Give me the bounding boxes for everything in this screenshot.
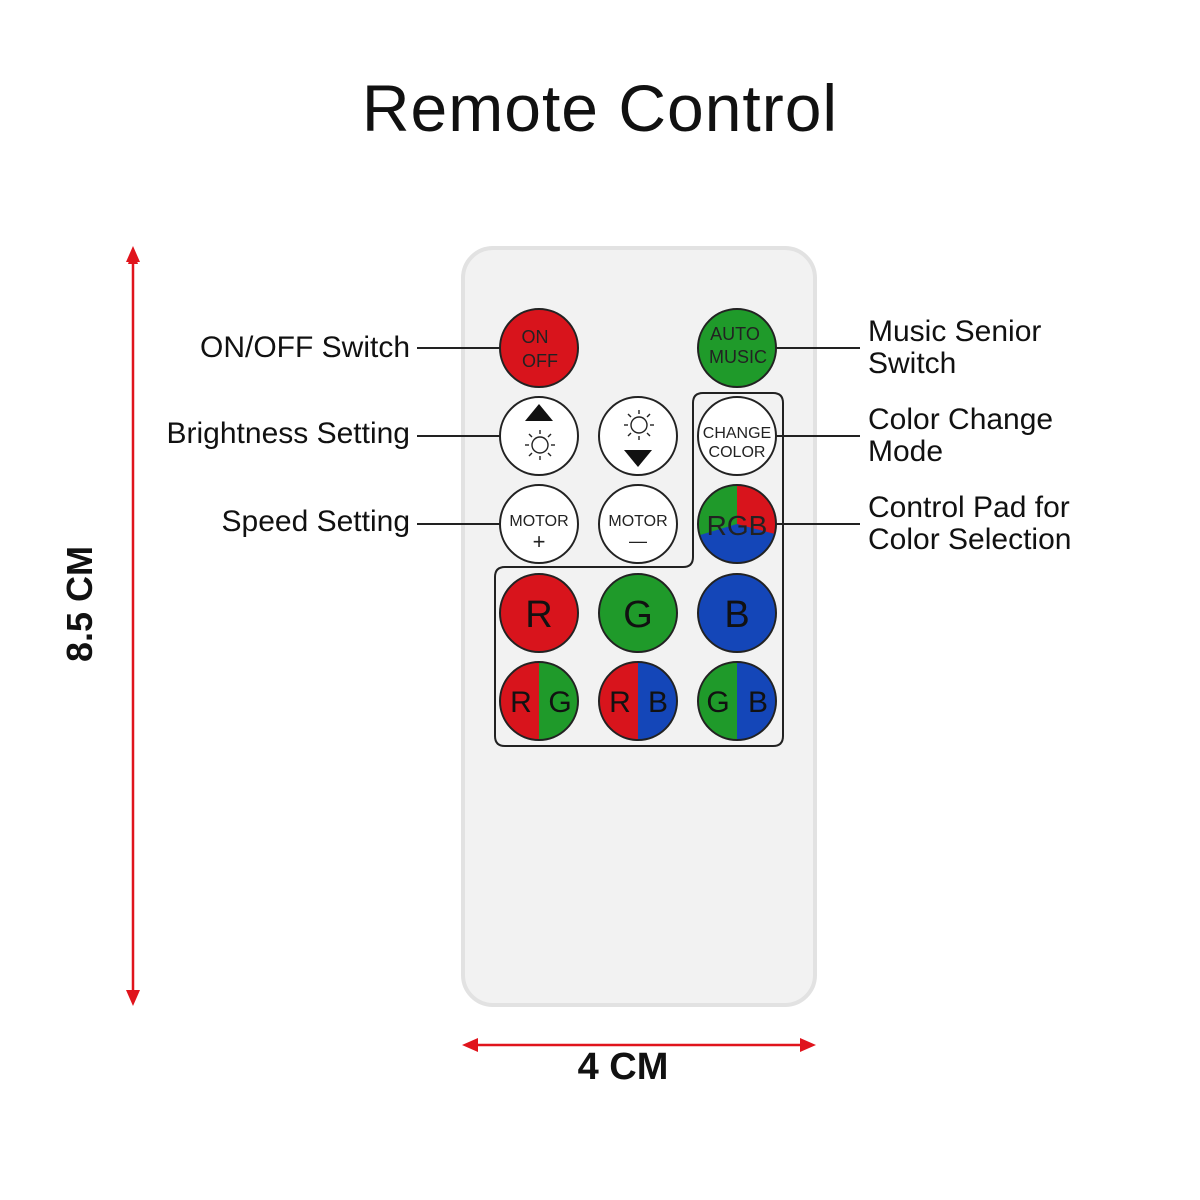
green-blue-button[interactable]: G B	[697, 661, 777, 741]
arrow-up-icon	[525, 404, 553, 421]
motor-plus-button[interactable]: MOTOR +	[499, 484, 579, 564]
label-speed-setting: Speed Setting	[221, 505, 410, 538]
auto-music-button[interactable]: AUTO MUSIC	[697, 308, 777, 388]
motor-minus-line1: MOTOR	[608, 513, 667, 530]
label-color-change-line2: Mode	[868, 435, 944, 468]
width-arrow-left-head	[462, 1038, 478, 1052]
brightness-up-button[interactable]	[499, 396, 579, 476]
change-color-button[interactable]: CHANGE COLOR	[697, 396, 777, 476]
on-off-button[interactable]: ON OFF	[499, 308, 579, 388]
label-music-line1: Music Senior	[868, 315, 1042, 348]
height-dimension-label: 8.5 CM	[59, 545, 100, 662]
motor-minus-line2: —	[629, 531, 647, 551]
red-blue-button[interactable]: R B	[598, 661, 678, 741]
blue-button[interactable]: B	[697, 573, 777, 653]
green-label: G	[623, 594, 653, 636]
height-arrow-top-head	[126, 246, 140, 262]
motor-plus-line1: MOTOR	[509, 513, 568, 530]
sun-icon	[525, 430, 555, 460]
height-arrow-bottom-head	[126, 990, 140, 1006]
motor-minus-button[interactable]: MOTOR —	[598, 484, 678, 564]
label-brightness-setting: Brightness Setting	[166, 417, 410, 450]
label-control-pad-line2: Color Selection	[868, 523, 1072, 556]
on-off-line2: OFF	[522, 351, 558, 371]
label-music-senior-switch: Music Senior Switch	[868, 316, 1128, 380]
red-button[interactable]: R	[499, 573, 579, 653]
brightness-down-button[interactable]	[598, 396, 678, 476]
label-control-pad: Control Pad for Color Selection	[868, 492, 1128, 556]
motor-plus-line2: +	[533, 529, 546, 554]
rgb-button[interactable]: RGB	[690, 480, 790, 580]
width-arrow-right-head	[800, 1038, 816, 1052]
red-blue-right: B	[648, 686, 668, 719]
page-title: Remote Control	[361, 71, 839, 145]
color-group-outline	[494, 392, 784, 747]
auto-music-line1: AUTO	[710, 324, 760, 344]
green-button[interactable]: G	[598, 573, 678, 653]
blue-label: B	[724, 594, 749, 636]
label-music-line2: Switch	[868, 347, 957, 380]
label-on-off-switch: ON/OFF Switch	[199, 331, 410, 364]
red-green-button[interactable]: R G	[499, 661, 579, 741]
label-color-change-line1: Color Change	[868, 403, 1054, 436]
green-blue-right: B	[748, 686, 768, 719]
red-label: R	[525, 594, 552, 636]
auto-music-line2: MUSIC	[709, 347, 767, 367]
change-color-line2: COLOR	[709, 444, 766, 461]
rgb-label: RGB	[707, 510, 768, 541]
green-blue-left: G	[706, 686, 729, 719]
red-green-left: R	[510, 686, 532, 719]
arrow-down-icon	[624, 450, 652, 467]
red-blue-left: R	[609, 686, 631, 719]
sun-icon	[624, 410, 654, 440]
on-off-line1: ON	[522, 327, 549, 347]
width-dimension-label: 4 CM	[577, 1046, 669, 1088]
label-color-change-mode: Color Change Mode	[868, 404, 1128, 468]
label-control-pad-line1: Control Pad for	[868, 491, 1070, 524]
red-green-right: G	[548, 686, 571, 719]
change-color-line1: CHANGE	[703, 425, 771, 442]
